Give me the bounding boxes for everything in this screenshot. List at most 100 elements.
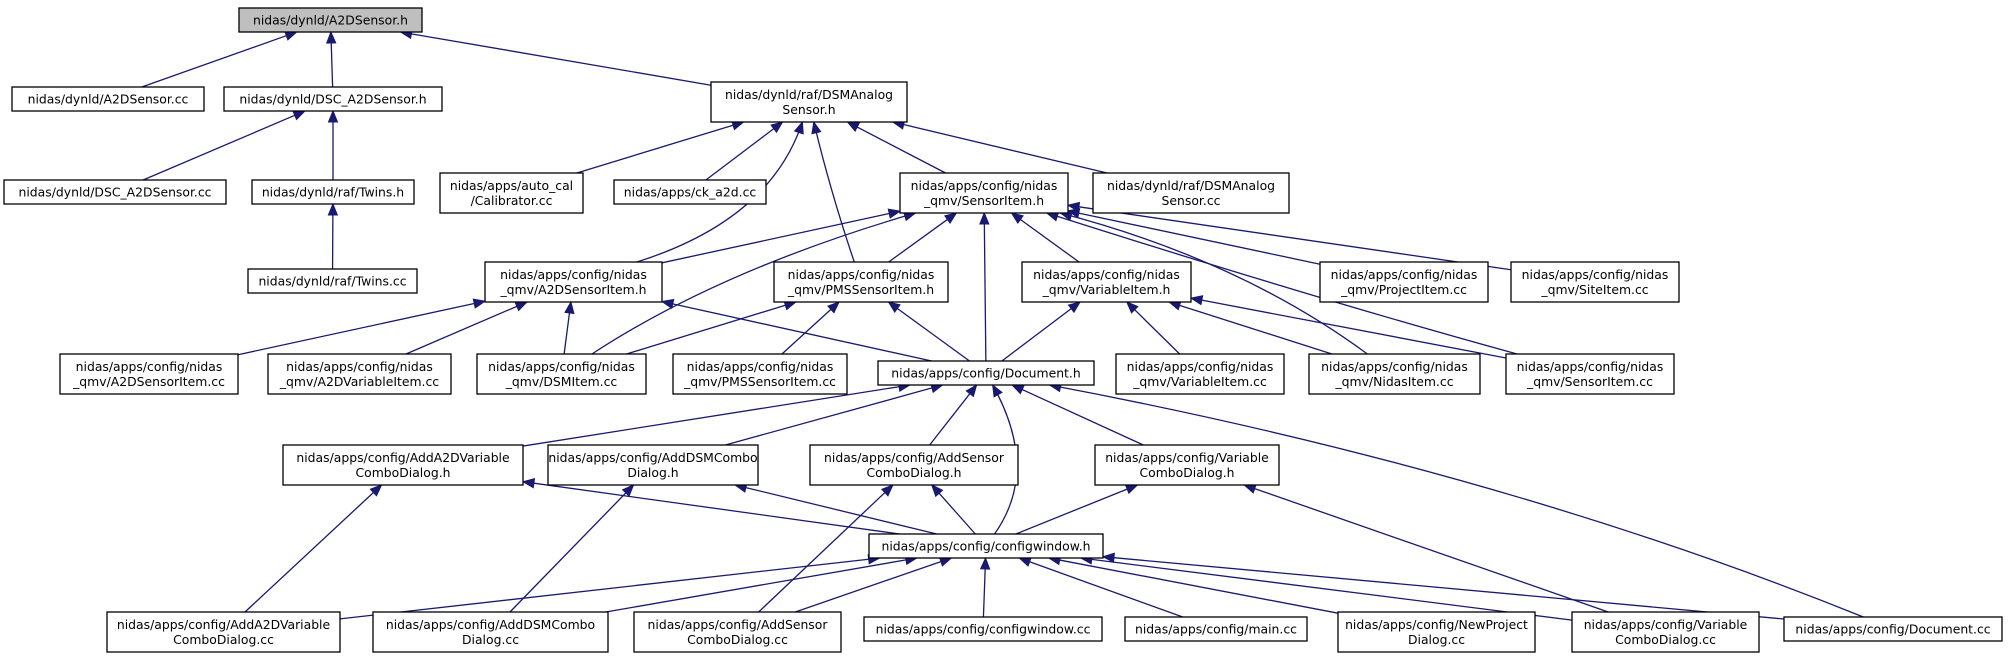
edge-pmssensoritem_h-to-dsmanalog_h (811, 120, 855, 263)
edge-sensoritem_h-to-dsmanalog_h (846, 121, 946, 174)
node-box (282, 444, 524, 486)
arrowhead (1011, 384, 1025, 395)
arrowhead (564, 300, 575, 315)
edge-sensoritem_cc-to-sensoritem_h (1045, 211, 1518, 355)
node-label-line: nidas/apps/config/Document.h (891, 366, 1080, 381)
edge-main_cc-to-configwindow_h (1018, 556, 1183, 618)
node-adda2dvariable-h[interactable]: nidas/apps/config/AddA2DVariableComboDia… (282, 444, 524, 486)
node-label-line: _qmv/A2DSensorItem.h (499, 282, 646, 297)
node-document-h[interactable]: nidas/apps/config/Document.h (877, 360, 1095, 386)
arrowhead (327, 202, 339, 216)
node-label-line: nidas/dynld/raf/Twins.cc (258, 274, 406, 289)
node-projectitem-cc[interactable]: nidas/apps/config/nidas_qmv/ProjectItem.… (1319, 261, 1489, 303)
arrowhead (326, 30, 337, 44)
node-label-line: nidas/dynld/raf/DSMAnalog (1107, 178, 1275, 193)
node-label-line: nidas/apps/config/NewProject (1345, 617, 1528, 632)
node-addsensorcombo-cc[interactable]: nidas/apps/config/AddSensorComboDialog.c… (633, 611, 842, 653)
node-box (1510, 261, 1680, 303)
node-label-line: ComboDialog.cc (1615, 632, 1716, 647)
node-box (1115, 353, 1285, 395)
node-box (11, 86, 205, 112)
node-label-line: nidas/apps/config/configwindow.h (881, 539, 1090, 554)
node-pmssensoritem-cc[interactable]: nidas/apps/config/nidas_qmv/PMSSensorIte… (672, 353, 848, 395)
arrowhead (1101, 552, 1115, 563)
node-label-line: Sensor.cc (1162, 193, 1221, 208)
arrowhead (369, 484, 383, 497)
node-a2dsensoritem-cc[interactable]: nidas/apps/config/nidas_qmv/A2DSensorIte… (59, 353, 239, 395)
node-box (372, 611, 609, 653)
node-label-line: Dialog.cc (1408, 632, 1465, 647)
arrowhead (827, 301, 841, 314)
node-box (1308, 353, 1481, 395)
node-sensoritem-h[interactable]: nidas/apps/config/nidas_qmv/SensorItem.h (899, 172, 1069, 214)
node-variableitem-h[interactable]: nidas/apps/config/nidas_qmv/VariableItem… (1021, 261, 1192, 303)
node-box (223, 86, 443, 112)
node-box (863, 616, 1103, 642)
node-label-line: nidas/dynld/raf/Twins.h (262, 185, 404, 200)
arrowhead (472, 298, 487, 309)
node-label-line: nidas/apps/ck_a2d.cc (624, 185, 757, 200)
node-label-line: _qmv/A2DSensorItem.cc (72, 374, 225, 389)
node-label-line: _qmv/ProjectItem.cc (1340, 282, 1467, 297)
node-label-line: ComboDialog.cc (687, 632, 788, 647)
arrowhead (521, 478, 536, 489)
edge-variableitem_cc-to-variableitem_h (1125, 301, 1181, 355)
node-a2dsensor-cc[interactable]: nidas/dynld/A2DSensor.cc (11, 86, 205, 112)
node-twins-h[interactable]: nidas/dynld/raf/Twins.h (251, 179, 415, 205)
arrowhead (1124, 484, 1139, 495)
node-label-line: _qmv/A2DVariableItem.cc (279, 374, 439, 389)
edge-document_h-to-pmssensoritem_h (887, 301, 970, 362)
node-label-line: _qmv/SensorItem.h (923, 193, 1044, 208)
edge-document_h-to-a2dsensoritem_h (660, 298, 932, 362)
arrowhead (1243, 483, 1257, 494)
node-label-line: nidas/apps/config/nidas (1127, 359, 1274, 374)
node-adda2dvariable-cc[interactable]: nidas/apps/config/AddA2DVariableComboDia… (106, 611, 341, 653)
edge-dsmitem_cc-to-pmssensoritem_h (626, 300, 798, 355)
node-box (3, 179, 227, 205)
node-ck-a2d-cc[interactable]: nidas/apps/ck_a2d.cc (613, 179, 767, 205)
node-label-line: nidas/apps/config/nidas (488, 359, 635, 374)
node-twins-cc[interactable]: nidas/dynld/raf/Twins.cc (247, 268, 418, 294)
node-box (1094, 444, 1280, 486)
node-sensoritem-cc[interactable]: nidas/apps/config/nidas_qmv/SensorItem.c… (1505, 353, 1675, 395)
node-box (59, 353, 239, 395)
node-box (1124, 616, 1308, 642)
node-a2dsensor-h: nidas/dynld/A2DSensor.h (238, 7, 423, 33)
node-pmssensoritem-h[interactable]: nidas/apps/config/nidas_qmv/PMSSensorIte… (773, 261, 949, 303)
node-label-line: _qmv/DSMItem.cc (505, 374, 618, 389)
node-label-line: nidas/dynld/DSC_A2DSensor.h (239, 92, 426, 107)
arrowhead (930, 484, 944, 498)
node-dsc-a2dsensor-cc[interactable]: nidas/dynld/DSC_A2DSensor.cc (3, 179, 227, 205)
edges-layer (141, 28, 1864, 621)
node-document-cc[interactable]: nidas/apps/config/Document.cc (1783, 616, 2003, 642)
edge-twins_cc-to-twins_h (327, 202, 339, 270)
node-label-line: ComboDialog.cc (173, 632, 274, 647)
node-box (267, 353, 452, 395)
node-configwindow-h[interactable]: nidas/apps/config/configwindow.h (868, 533, 1104, 559)
edge-configwindow_h-to-adda2dvariable_h (521, 478, 900, 535)
edge-a2dsensoritem_h-to-sensoritem_h (661, 208, 902, 264)
node-a2dvariableitem-cc[interactable]: nidas/apps/config/nidas_qmv/A2DVariableI… (267, 353, 452, 395)
node-calibrator-cc[interactable]: nidas/apps/auto_cal/Calibrator.cc (439, 172, 584, 214)
edge-document_cc-to-configwindow_h (1101, 552, 1785, 620)
arrowhead (965, 383, 978, 398)
node-a2dsensoritem-h[interactable]: nidas/apps/config/nidas_qmv/A2DSensorIte… (484, 261, 663, 303)
node-label-line: nidas/apps/config/AddA2DVariable (117, 617, 330, 632)
node-nidasitem-cc[interactable]: nidas/apps/config/nidas_qmv/NidasItem.cc (1308, 353, 1481, 395)
node-dsc-a2dsensor-h[interactable]: nidas/dynld/DSC_A2DSensor.h (223, 86, 443, 112)
node-siteitem-cc[interactable]: nidas/apps/config/nidas_qmv/SiteItem.cc (1510, 261, 1680, 303)
node-label-line: nidas/apps/config/Document.cc (1795, 622, 1990, 637)
node-main-cc[interactable]: nidas/apps/config/main.cc (1124, 616, 1308, 642)
node-configwindow-cc[interactable]: nidas/apps/config/configwindow.cc (863, 616, 1103, 642)
node-variableitem-cc[interactable]: nidas/apps/config/nidas_qmv/VariableItem… (1115, 353, 1285, 395)
node-dsmitem-cc[interactable]: nidas/apps/config/nidas_qmv/DSMItem.cc (476, 353, 647, 395)
